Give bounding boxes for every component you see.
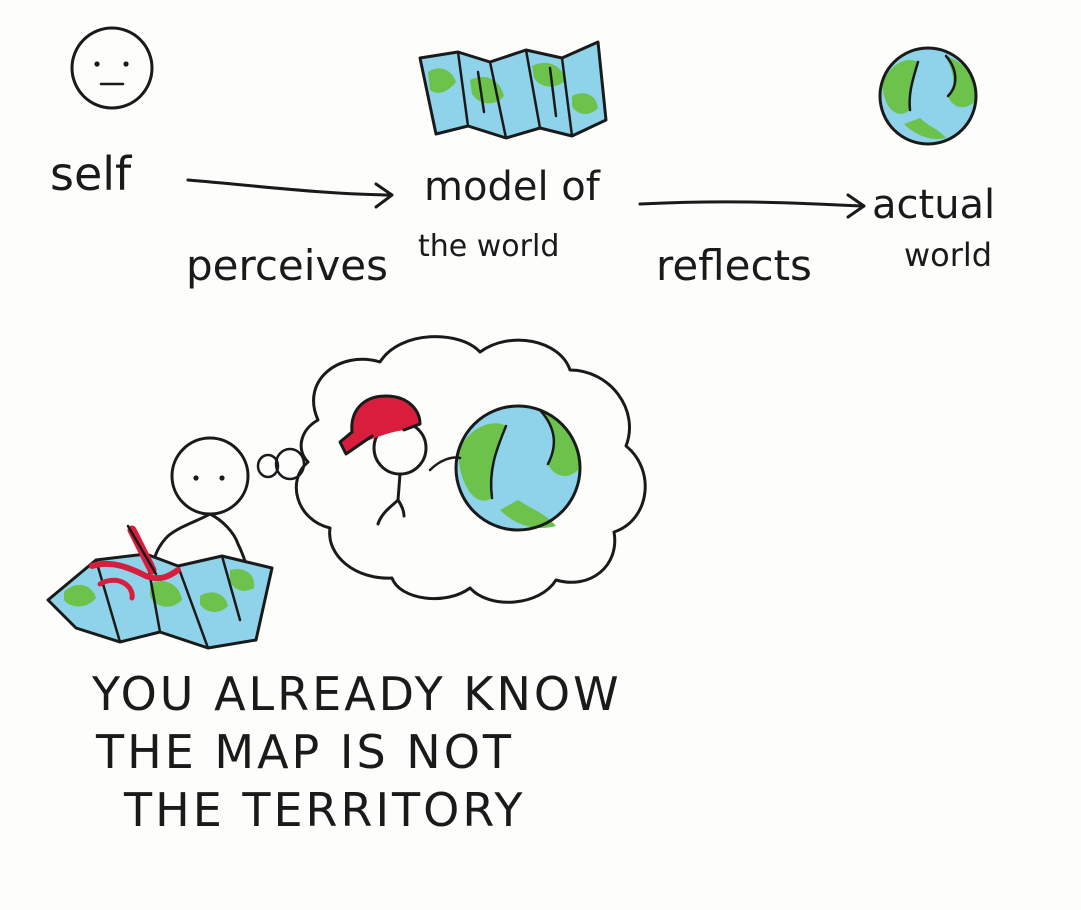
caption-line-2: THE MAP IS NOT	[95, 725, 514, 779]
arrow-reflects	[638, 193, 866, 219]
arrow-perceives	[186, 178, 394, 209]
edge-reflects-label: reflects	[656, 241, 812, 290]
node-actual-label-line1: actual	[872, 182, 995, 228]
node-model-label-line2: the world	[418, 229, 559, 264]
thinking-figure-with-cap	[338, 394, 428, 526]
globe-in-thought-icon	[428, 404, 582, 532]
node-actual-label-line2: world	[904, 236, 992, 274]
reader-figure	[152, 436, 250, 566]
face-icon	[70, 26, 154, 110]
node-model-label-line1: model of	[424, 164, 601, 210]
held-map-icon	[46, 524, 274, 650]
folded-map-icon	[418, 40, 608, 140]
caption-line-3: THE TERRITORY	[123, 783, 525, 837]
node-self-label: self	[50, 147, 133, 201]
edge-perceives-label: perceives	[186, 241, 388, 290]
thought-cloud	[256, 335, 647, 604]
globe-icon	[878, 46, 978, 146]
caption-line-1: YOU ALREADY KNOW	[91, 667, 622, 721]
